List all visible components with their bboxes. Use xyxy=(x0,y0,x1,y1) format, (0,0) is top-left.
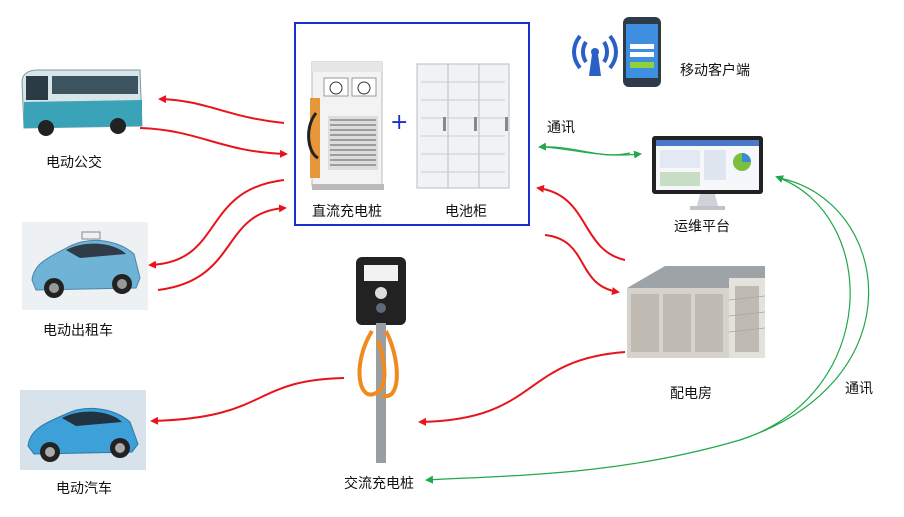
ac-charger-icon xyxy=(342,253,418,466)
arrow-sub-to-box xyxy=(536,184,626,261)
taxi-label: 电动出租车 xyxy=(43,323,113,339)
substation-label: 配电房 xyxy=(670,386,712,402)
car-icon xyxy=(20,390,146,470)
dc-charger-icon xyxy=(306,58,388,192)
car-label: 电动汽车 xyxy=(56,481,112,497)
arrow-taxi-to-dc xyxy=(157,204,287,291)
comm-label-top: 通讯 xyxy=(547,120,575,136)
battery-cabinet-label: 电池柜 xyxy=(445,204,487,220)
substation-icon xyxy=(625,260,767,360)
bus-icon xyxy=(18,62,146,142)
arrow-bus-to-dc xyxy=(139,127,288,158)
wifi-icon xyxy=(572,30,618,78)
plus-sign: + xyxy=(390,110,409,135)
arrow-comm-ops-box xyxy=(544,146,642,159)
monitor-icon xyxy=(650,134,765,212)
comm-label-right: 通讯 xyxy=(845,381,873,397)
arrow-ac-to-car xyxy=(150,377,345,425)
arrow-comm-ac-ops xyxy=(739,175,851,441)
dc-charger-label: 直流充电桩 xyxy=(312,204,382,220)
phone-icon xyxy=(622,16,662,88)
arrow-dc-to-bus xyxy=(158,95,285,124)
arrow-box-to-sub xyxy=(544,234,620,295)
ac-charger-label: 交流充电桩 xyxy=(344,476,414,492)
mobile-client-label: 移动客户端 xyxy=(680,63,750,79)
taxi-icon xyxy=(22,222,148,310)
arrow-dc-to-taxi xyxy=(148,179,285,269)
bus-label: 电动公交 xyxy=(46,155,102,171)
ops-platform-label: 运维平台 xyxy=(674,219,730,235)
battery-cabinet-icon xyxy=(415,62,511,192)
arrow-sub-to-ac xyxy=(418,351,626,426)
